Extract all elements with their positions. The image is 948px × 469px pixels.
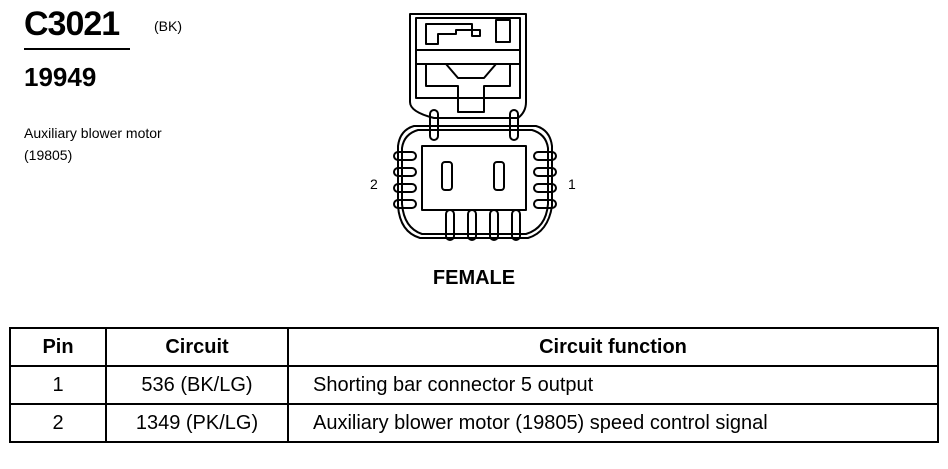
pin-label-2: 2 [370,176,378,192]
cell-circuit-function: Auxiliary blower motor (19805) speed con… [287,403,939,443]
connector-body-inner [401,129,549,235]
connector-latch [425,23,481,45]
header-pin: Pin [9,327,107,367]
table-header-row: Pin Circuit Circuit function [9,327,939,367]
connector-face-drawing [393,13,557,241]
table-row: 2 1349 (PK/LG) Auxiliary blower motor (1… [9,403,939,443]
connector-neck-center [445,63,497,79]
connector-body [397,125,553,239]
header-circuit-function: Circuit function [287,327,939,367]
connector-id: C3021 [24,5,120,43]
cell-circuit: 1349 (PK/LG) [105,403,289,443]
connector-color-code: (BK) [154,18,182,34]
cell-circuit: 536 (BK/LG) [105,365,289,405]
connector-neck [425,64,511,113]
pin-label-1: 1 [568,176,576,192]
table-row: 1 536 (BK/LG) Shorting bar connector 5 o… [9,365,939,405]
title-rule [24,48,130,50]
connector-gender-label: FEMALE [432,267,516,289]
component-description: Auxiliary blower motor (19805) [24,125,162,163]
cell-pin: 2 [9,403,107,443]
cell-pin: 1 [9,365,107,405]
connector-top-frame [415,17,521,99]
part-number: 19949 [24,62,97,92]
cell-circuit-function: Shorting bar connector 5 output [287,365,939,405]
connector-band [416,49,520,65]
pin-table: Pin Circuit Circuit function 1 536 (BK/L… [9,327,939,443]
terminal-pin-2 [441,161,453,191]
terminal-pin-1 [493,161,505,191]
header-circuit: Circuit [105,327,289,367]
connector-latch-slot [495,19,511,43]
connector-cavity [421,145,527,211]
